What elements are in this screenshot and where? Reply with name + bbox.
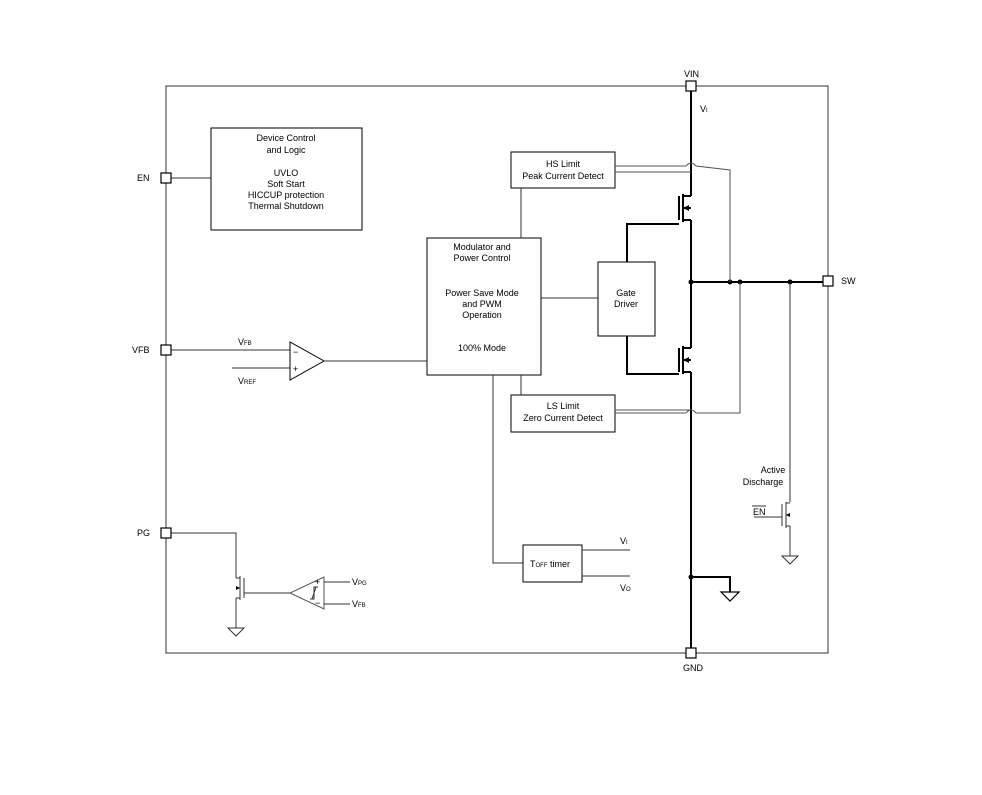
- pg-mosfet: [236, 576, 245, 600]
- en-bar-label: EN: [753, 507, 766, 517]
- gate-driver-line2: Driver: [614, 299, 638, 309]
- comparator-plus: +: [293, 364, 298, 374]
- toff-timer-label: TOFF timer: [530, 559, 570, 569]
- pg-comparator-minus: −: [315, 598, 320, 608]
- pin-gnd: GND: [683, 647, 704, 673]
- device-control-line1: Device Control: [256, 133, 315, 143]
- pin-sw-label: SW: [841, 276, 856, 286]
- active-discharge-line1: Active: [761, 465, 786, 475]
- device-control-block: Device Control and Logic UVLO Soft Start…: [210, 127, 363, 231]
- pin-vfb: VFB: [132, 344, 172, 356]
- pin-vin-label: VIN: [684, 69, 699, 79]
- modulator-block: Modulator and Power Control Power Save M…: [426, 237, 542, 376]
- pin-pg: PG: [137, 527, 172, 539]
- modulator-line6: 100% Mode: [458, 343, 506, 353]
- high-side-mosfet: [678, 194, 691, 222]
- pin-vfb-label: VFB: [132, 345, 150, 355]
- modulator-line4: and PWM: [462, 299, 502, 309]
- gate-driver-block: Gate Driver: [597, 261, 656, 337]
- ls-limit-line1: LS Limit: [547, 401, 580, 411]
- vpg-label: VPG: [352, 577, 367, 587]
- hs-limit-line1: HS Limit: [546, 159, 581, 169]
- pin-pg-label: PG: [137, 528, 150, 538]
- ls-limit-block: LS Limit Zero Current Detect: [510, 394, 616, 433]
- device-control-line3: UVLO: [274, 168, 299, 178]
- wire-gate-ls: [626, 336, 679, 375]
- chip-boundary: [165, 85, 829, 654]
- active-discharge-line2: Discharge: [743, 477, 784, 487]
- wire-hs-sense-b: [695, 165, 731, 282]
- vfb-pg-label: VFB: [352, 599, 366, 609]
- pg-comparator: + −: [288, 576, 325, 610]
- device-control-line4: Soft Start: [267, 179, 305, 189]
- hs-limit-line2: Peak Current Detect: [522, 171, 604, 181]
- ls-limit-line2: Zero Current Detect: [523, 413, 603, 423]
- modulator-line3: Power Save Mode: [445, 288, 519, 298]
- vi-rail-label: VI: [700, 104, 708, 114]
- modulator-line1: Modulator and: [453, 242, 511, 252]
- toff-timer-block: TOFF timer: [522, 544, 583, 583]
- device-control-line5: HICCUP protection: [248, 190, 324, 200]
- ground-symbol-pg: [226, 627, 246, 637]
- vref-label: VREF: [238, 376, 256, 386]
- pin-sw: SW: [822, 275, 856, 287]
- timer-vi-label: VI: [620, 536, 628, 546]
- comparator-minus: −: [293, 347, 298, 357]
- wire-hs-sense-hop: [685, 162, 697, 167]
- pin-gnd-label: GND: [683, 663, 704, 673]
- timer-vo-label: VO: [620, 583, 631, 593]
- wire-ls-sense-hop: [685, 409, 697, 414]
- hs-limit-block: HS Limit Peak Current Detect: [510, 151, 616, 189]
- device-control-line6: Thermal Shutdown: [248, 201, 324, 211]
- wire-mod-to-timer: [492, 375, 523, 564]
- wire-gnd-branch: [691, 576, 731, 592]
- pin-vin: VIN: [684, 69, 699, 92]
- gate-driver-line1: Gate: [616, 288, 636, 298]
- error-comparator: − +: [289, 341, 326, 381]
- ground-symbol-discharge: [780, 555, 800, 565]
- wire-pg: [171, 532, 237, 578]
- vfb-input-label: VFB: [238, 337, 252, 347]
- pg-comparator-plus: +: [315, 577, 320, 587]
- device-control-line2: and Logic: [266, 145, 306, 155]
- ground-symbol-rail: [719, 591, 741, 602]
- modulator-line5: Operation: [462, 310, 502, 320]
- junction-sw: [688, 279, 694, 285]
- wire-gate-hs: [626, 223, 679, 262]
- discharge-mosfet: [781, 502, 790, 528]
- pin-en-label: EN: [137, 173, 150, 183]
- low-side-mosfet: [678, 346, 691, 374]
- modulator-line2: Power Control: [453, 253, 510, 263]
- pin-en: EN: [137, 172, 172, 184]
- wire-ls-sense-c: [696, 282, 741, 414]
